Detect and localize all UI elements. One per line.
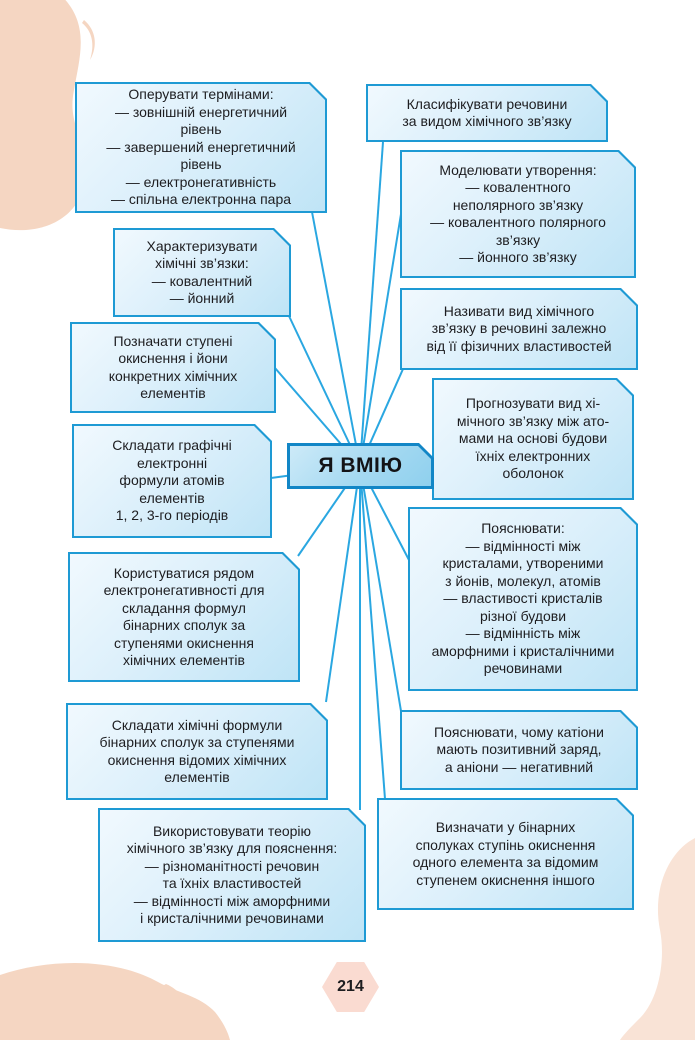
node-body: Користуватися рядом електронегативності … xyxy=(70,554,298,680)
node-text: Позначати ступені окиснення і йони конкр… xyxy=(108,332,238,401)
node-text: Складати графічні електронні формули ато… xyxy=(112,437,232,524)
node-body: Називати вид хімічного зв’язку в речовин… xyxy=(402,290,636,368)
mindmap-node-explain-crystals: Пояснювати: — відмінності між кристалами… xyxy=(408,507,638,691)
node-body: Характеризувати хімічні зв’язки: — ковал… xyxy=(115,230,289,315)
mindmap-node-graphic-formulas: Складати графічні електронні формули ато… xyxy=(72,424,272,538)
node-text: Визначати у бінарних сполуках ступінь ок… xyxy=(412,819,599,888)
page-number-badge: 214 xyxy=(322,962,379,1012)
mindmap-center-node: Я ВМІЮ xyxy=(287,443,434,489)
node-body: Пояснювати: — відмінності між кристалами… xyxy=(410,509,636,689)
node-body: Моделювати утворення: — ковалентного неп… xyxy=(402,152,634,276)
decorative-blob-top-left xyxy=(0,0,87,231)
node-body: Пояснювати, чому катіони мають позитивни… xyxy=(402,712,636,788)
center-node-body: Я ВМІЮ xyxy=(290,446,431,486)
mindmap-node-model-bond-formation: Моделювати утворення: — ковалентного неп… xyxy=(400,150,636,278)
mindmap-node-determine-oxidation: Визначати у бінарних сполуках ступінь ок… xyxy=(377,798,634,910)
node-body: Визначати у бінарних сполуках ступінь ок… xyxy=(379,800,632,908)
mindmap-node-denote-oxidation: Позначати ступені окиснення і йони конкр… xyxy=(70,322,276,413)
connector-line xyxy=(359,213,402,467)
mindmap-node-name-bond-type: Називати вид хімічного зв’язку в речовин… xyxy=(400,288,638,370)
center-node-label: Я ВМІЮ xyxy=(318,454,403,477)
node-body: Складати хімічні формули бінарних сполук… xyxy=(68,705,326,798)
node-text: Складати хімічні формули бінарних сполук… xyxy=(99,716,295,785)
mindmap-node-predict-bond-type: Прогнозувати вид хі- мічного зв’язку між… xyxy=(432,378,634,500)
connector-line xyxy=(359,141,384,467)
mindmap-node-bond-theory: Використовувати теорію хімічного зв’язку… xyxy=(98,808,366,942)
node-body: Класифікувати речовини за видом хімічног… xyxy=(368,86,606,140)
connector-line xyxy=(359,465,386,800)
node-text: Моделювати утворення: — ковалентного неп… xyxy=(430,161,606,265)
node-body: Оперувати термінами: — зовнішній енергет… xyxy=(77,84,325,211)
node-body: Використовувати теорію хімічного зв’язку… xyxy=(100,810,364,940)
mindmap-node-explain-ions: Пояснювати, чому катіони мають позитивни… xyxy=(400,710,638,790)
node-text: Називати вид хімічного зв’язку в речовин… xyxy=(426,302,612,354)
mindmap-node-binary-formulas: Складати хімічні формули бінарних сполук… xyxy=(66,703,328,800)
connector-line xyxy=(325,465,361,703)
node-text: Прогнозувати вид хі- мічного зв’язку між… xyxy=(456,395,610,482)
mindmap-node-electronegativity-series: Користуватися рядом електронегативності … xyxy=(68,552,300,682)
node-text: Користуватися рядом електронегативності … xyxy=(103,564,265,668)
node-text: Пояснювати: — відмінності між кристалами… xyxy=(431,520,615,677)
mindmap-node-characterize-bonds: Характеризувати хімічні зв’язки: — ковал… xyxy=(113,228,291,317)
node-text: Пояснювати, чому катіони мають позитивни… xyxy=(434,723,604,775)
connector-line xyxy=(359,465,402,712)
decorative-droplet-bottom-left xyxy=(159,984,185,1013)
node-text: Характеризувати хімічні зв’язки: — ковал… xyxy=(146,237,258,306)
connector-line xyxy=(311,211,361,467)
node-body: Прогнозувати вид хі- мічного зв’язку між… xyxy=(434,380,632,498)
node-text: Класифікувати речовини за видом хімічног… xyxy=(402,95,572,129)
decorative-blob-bottom-left xyxy=(0,963,230,1040)
page-number: 214 xyxy=(337,978,364,995)
node-text: Використовувати теорію хімічного зв’язку… xyxy=(126,822,338,926)
mindmap-node-classify-substances: Класифікувати речовини за видом хімічног… xyxy=(366,84,608,142)
node-body: Позначати ступені окиснення і йони конкр… xyxy=(72,324,274,411)
node-text: Оперувати термінами: — зовнішній енергет… xyxy=(106,86,296,208)
node-body: Складати графічні електронні формули ато… xyxy=(74,426,270,536)
mindmap-node-operate-terms: Оперувати термінами: — зовнішній енергет… xyxy=(75,82,327,213)
decorative-crescent-top-left xyxy=(82,20,95,60)
decorative-crescent-left xyxy=(23,198,44,228)
